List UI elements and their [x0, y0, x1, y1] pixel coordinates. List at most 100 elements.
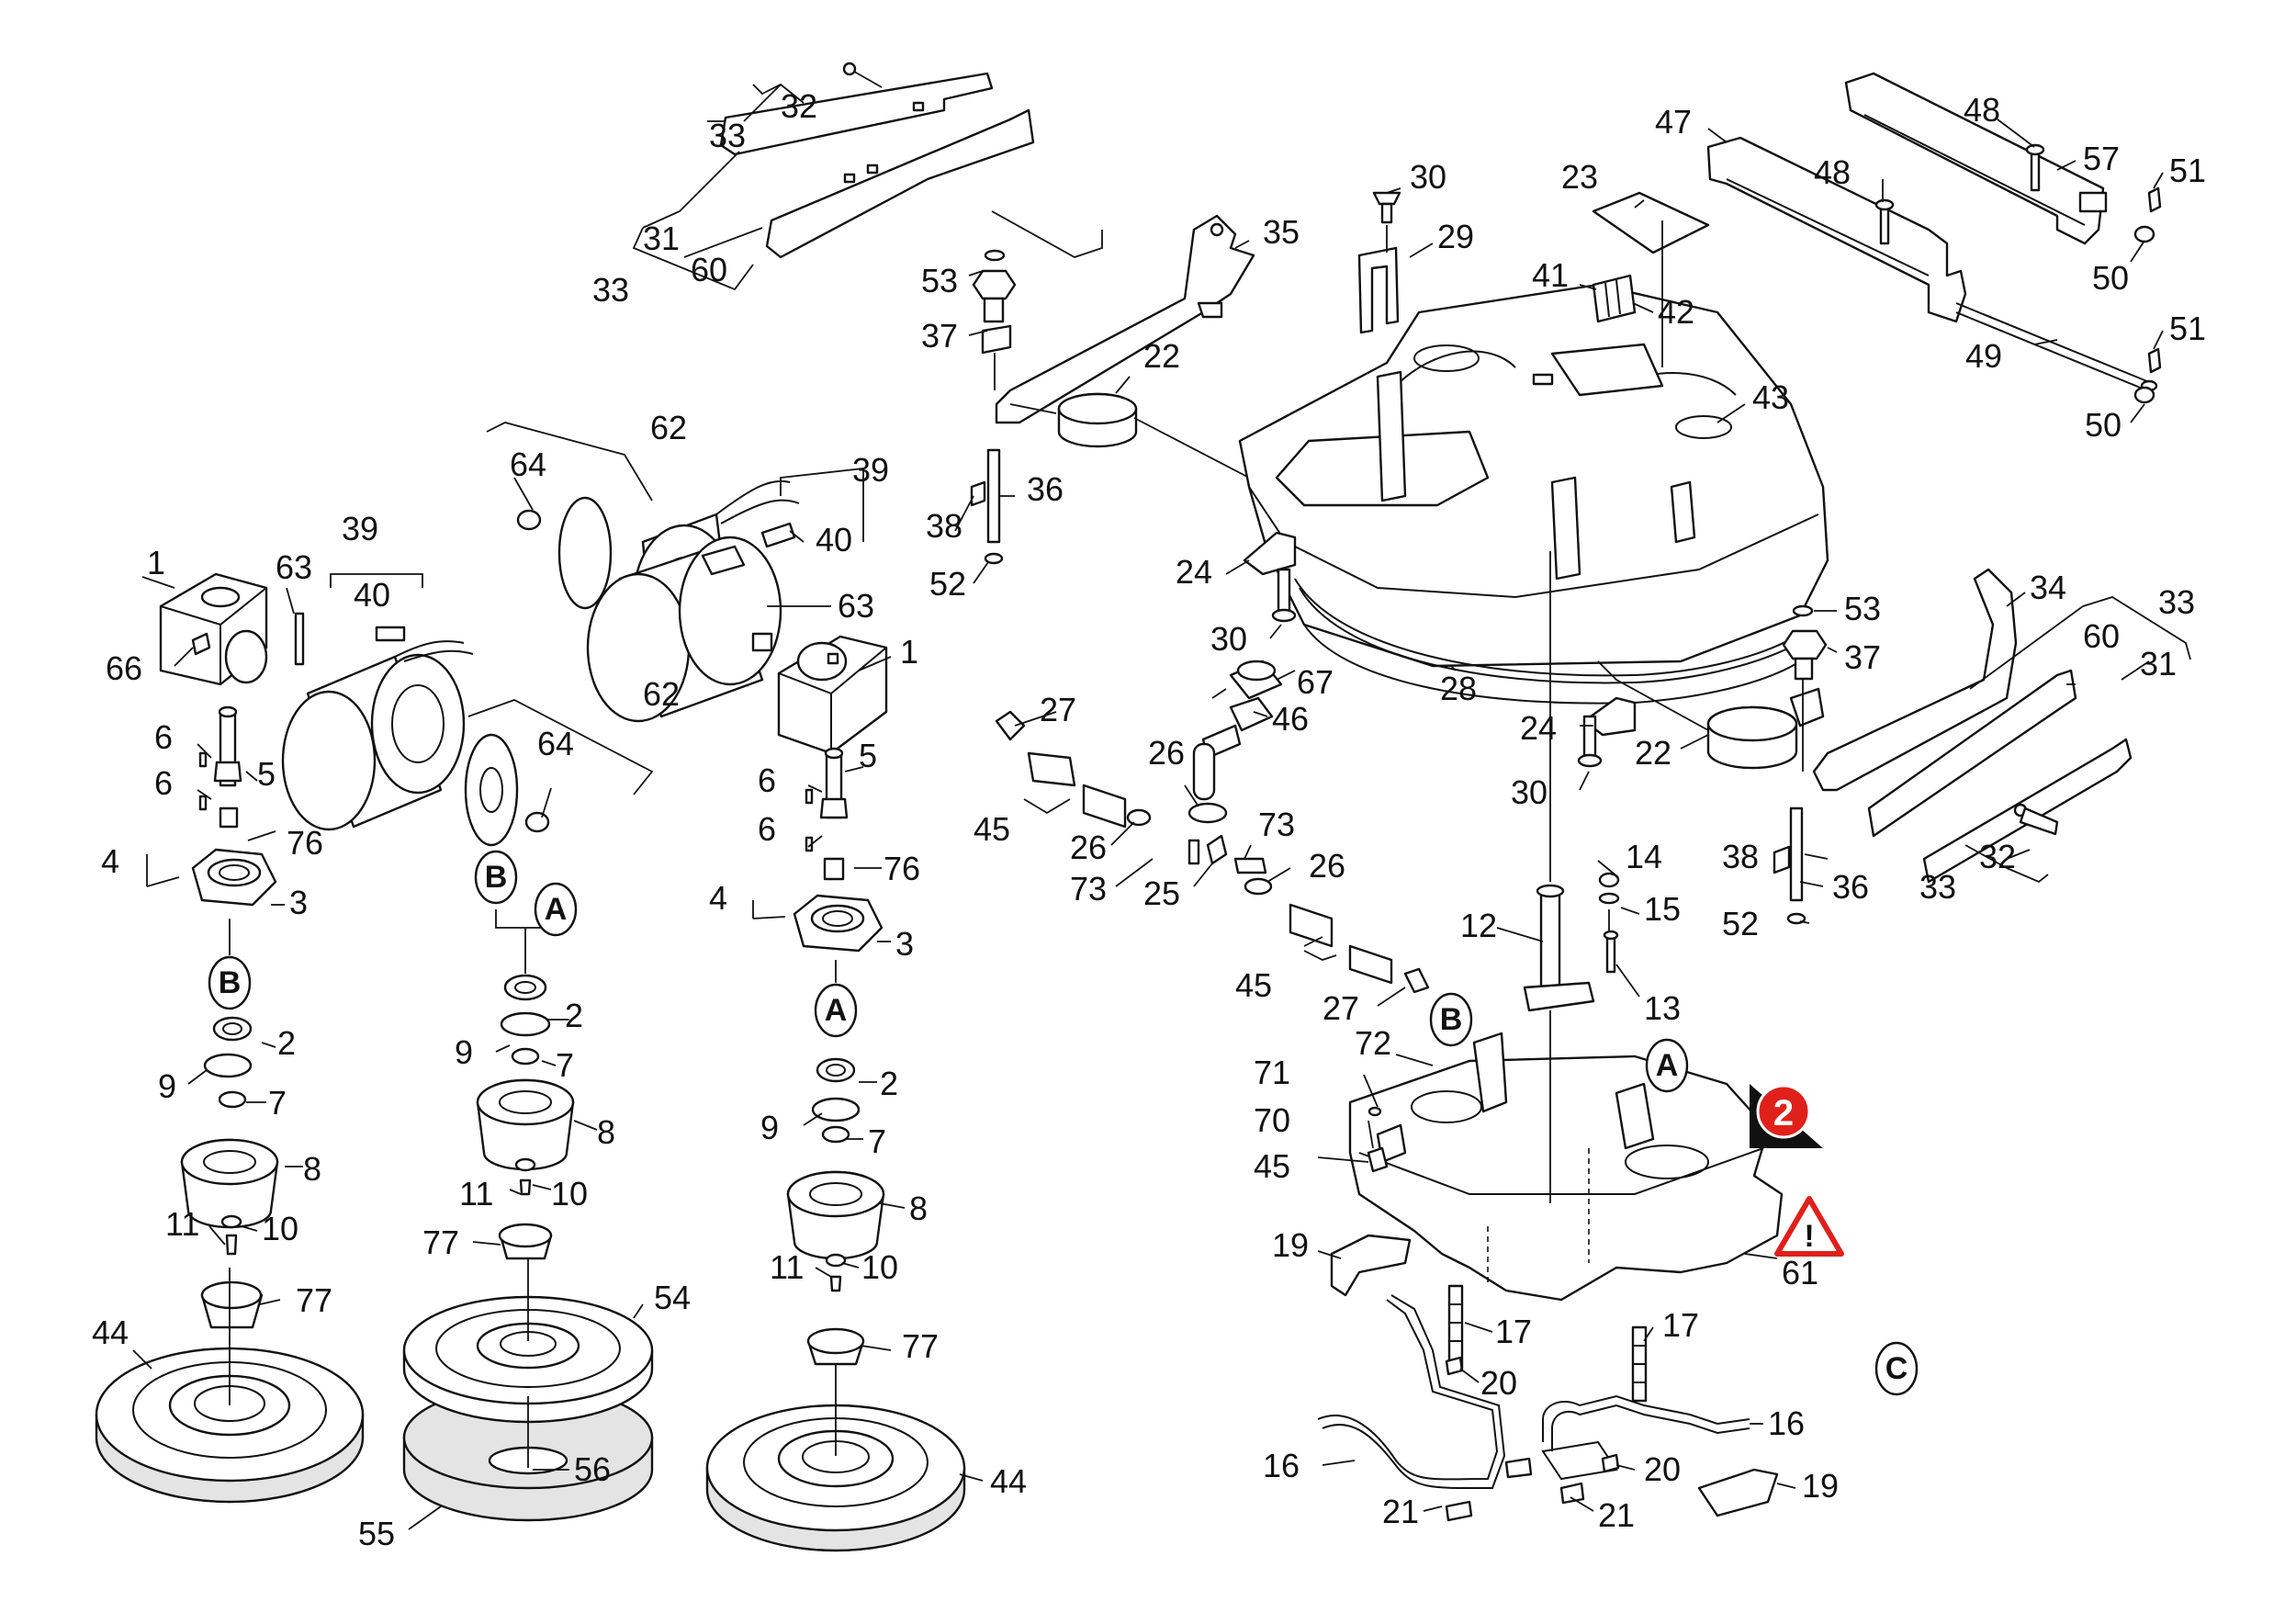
clips-20-21 — [1445, 1356, 1620, 1522]
label-27-right: 27 — [1322, 989, 1359, 1027]
bearing-stack-left — [180, 1016, 279, 1329]
label-11-left: 11 — [165, 1205, 199, 1243]
label-45-mid: 45 — [1235, 966, 1272, 1004]
label-6-right-a: 6 — [758, 761, 776, 799]
badge-b-mid: B — [474, 850, 518, 905]
label-2-mid: 2 — [565, 997, 583, 1034]
label-61: 61 — [1782, 1254, 1818, 1291]
label-43: 43 — [1752, 378, 1789, 416]
label-26-top: 26 — [1148, 734, 1185, 772]
seal-28 — [1294, 578, 1803, 705]
label-20-left: 20 — [1480, 1364, 1517, 1402]
label-4-left: 4 — [101, 842, 119, 880]
label-40-left: 40 — [354, 576, 390, 614]
label-47: 47 — [1655, 103, 1692, 141]
label-5-right: 5 — [859, 737, 877, 774]
pedal-rod-16-right — [1541, 1394, 1750, 1481]
badge-a-right-text: A — [825, 993, 848, 1028]
label-72: 72 — [1355, 1024, 1391, 1062]
label-76-left: 76 — [287, 824, 323, 862]
bracket-29 — [1357, 191, 1401, 334]
label-77-right: 77 — [902, 1327, 939, 1365]
label-44-left: 44 — [92, 1314, 129, 1351]
label-3-right: 3 — [895, 925, 914, 963]
label-52-left: 52 — [929, 565, 966, 603]
label-60-right: 60 — [2083, 617, 2120, 655]
gearbox-1-right — [777, 635, 888, 755]
label-26-right: 26 — [1309, 847, 1345, 885]
bracket-leaders-top-left — [632, 83, 805, 291]
label-19-left: 19 — [1272, 1226, 1309, 1264]
label-48-mid: 48 — [1814, 153, 1851, 191]
label-30-right: 30 — [1511, 773, 1548, 811]
label-63-right: 63 — [838, 587, 874, 625]
label-16-left: 16 — [1263, 1447, 1300, 1484]
spindle-column-left — [146, 705, 277, 955]
label-11-mid: 11 — [459, 1175, 493, 1212]
label-10-left: 10 — [262, 1210, 298, 1247]
label-2-left: 2 — [277, 1024, 296, 1062]
pedal-covers-19 — [1330, 1234, 1779, 1517]
label-16-right: 16 — [1768, 1404, 1805, 1442]
label-37-left: 37 — [921, 317, 958, 355]
badge-a-plate: A — [1645, 1038, 1689, 1093]
badge-b-plate-text: B — [1440, 1002, 1463, 1037]
label-33-top-lower: 33 — [592, 271, 629, 309]
pedal-rod-16-left — [1317, 1294, 1506, 1490]
rail-47 — [1706, 136, 1967, 323]
label-32-top: 32 — [781, 87, 817, 125]
warning-triangle: ! — [1774, 1196, 1844, 1257]
label-53-left: 53 — [921, 262, 958, 299]
label-7-left: 7 — [268, 1084, 287, 1122]
leaders-39-40 — [330, 467, 864, 588]
label-33-top: 33 — [709, 117, 746, 154]
brush-44-right — [705, 1364, 966, 1552]
label-1-left: 1 — [147, 544, 165, 581]
screws-48 — [1874, 143, 2045, 245]
brush-44-left — [95, 1268, 365, 1504]
cylinder-22-right — [1597, 660, 1798, 770]
label-36-left: 36 — [1027, 470, 1064, 508]
hoses-45-26-27-73 — [995, 710, 1430, 994]
label-70: 70 — [1254, 1101, 1290, 1139]
label-55: 55 — [358, 1515, 395, 1552]
label-20-right: 20 — [1644, 1450, 1681, 1488]
label-17-left: 17 — [1495, 1313, 1532, 1350]
label-77-left: 77 — [296, 1281, 332, 1319]
label-3-left: 3 — [289, 884, 308, 921]
label-77-mid: 77 — [422, 1224, 459, 1261]
label-63-left: 63 — [276, 548, 312, 586]
label-21-left: 21 — [1382, 1493, 1419, 1530]
label-5-left: 5 — [257, 755, 276, 793]
label-64-lower: 64 — [537, 725, 574, 762]
label-6-left-a: 6 — [154, 718, 173, 756]
label-14: 14 — [1626, 838, 1662, 875]
label-6-left-b: 6 — [154, 764, 173, 802]
label-45-plate: 45 — [1254, 1147, 1290, 1185]
label-36-right: 36 — [1832, 868, 1869, 906]
label-50-bottom: 50 — [2085, 406, 2122, 444]
label-32-right: 32 — [1979, 838, 2016, 875]
badge-b-left: B — [208, 955, 252, 1010]
hose-46-67 — [1192, 660, 1283, 801]
badge-a-mid: A — [534, 882, 578, 937]
label-54: 54 — [654, 1279, 691, 1316]
label-40-right: 40 — [816, 521, 852, 558]
label-4-right: 4 — [709, 879, 727, 917]
label-12: 12 — [1460, 907, 1497, 944]
label-37-right: 37 — [1844, 638, 1881, 676]
label-44-right: 44 — [990, 1462, 1027, 1500]
label-30-top: 30 — [1410, 158, 1446, 196]
screws-30 — [1271, 568, 1603, 768]
label-11-right: 11 — [770, 1248, 804, 1286]
switches-41-42 — [1592, 274, 1637, 323]
part-labels: 32 33 31 60 33 35 53 37 22 36 38 52 62 6… — [92, 87, 2206, 1552]
label-50-top: 50 — [2092, 259, 2129, 297]
shaft-36-right — [1773, 806, 1806, 925]
label-1-right: 1 — [900, 633, 918, 671]
knob-37-right — [1782, 604, 1828, 772]
label-71: 71 — [1254, 1054, 1290, 1091]
label-23: 23 — [1561, 158, 1598, 196]
label-leaders — [132, 118, 2164, 1530]
motor-62-upper-body — [586, 536, 782, 723]
